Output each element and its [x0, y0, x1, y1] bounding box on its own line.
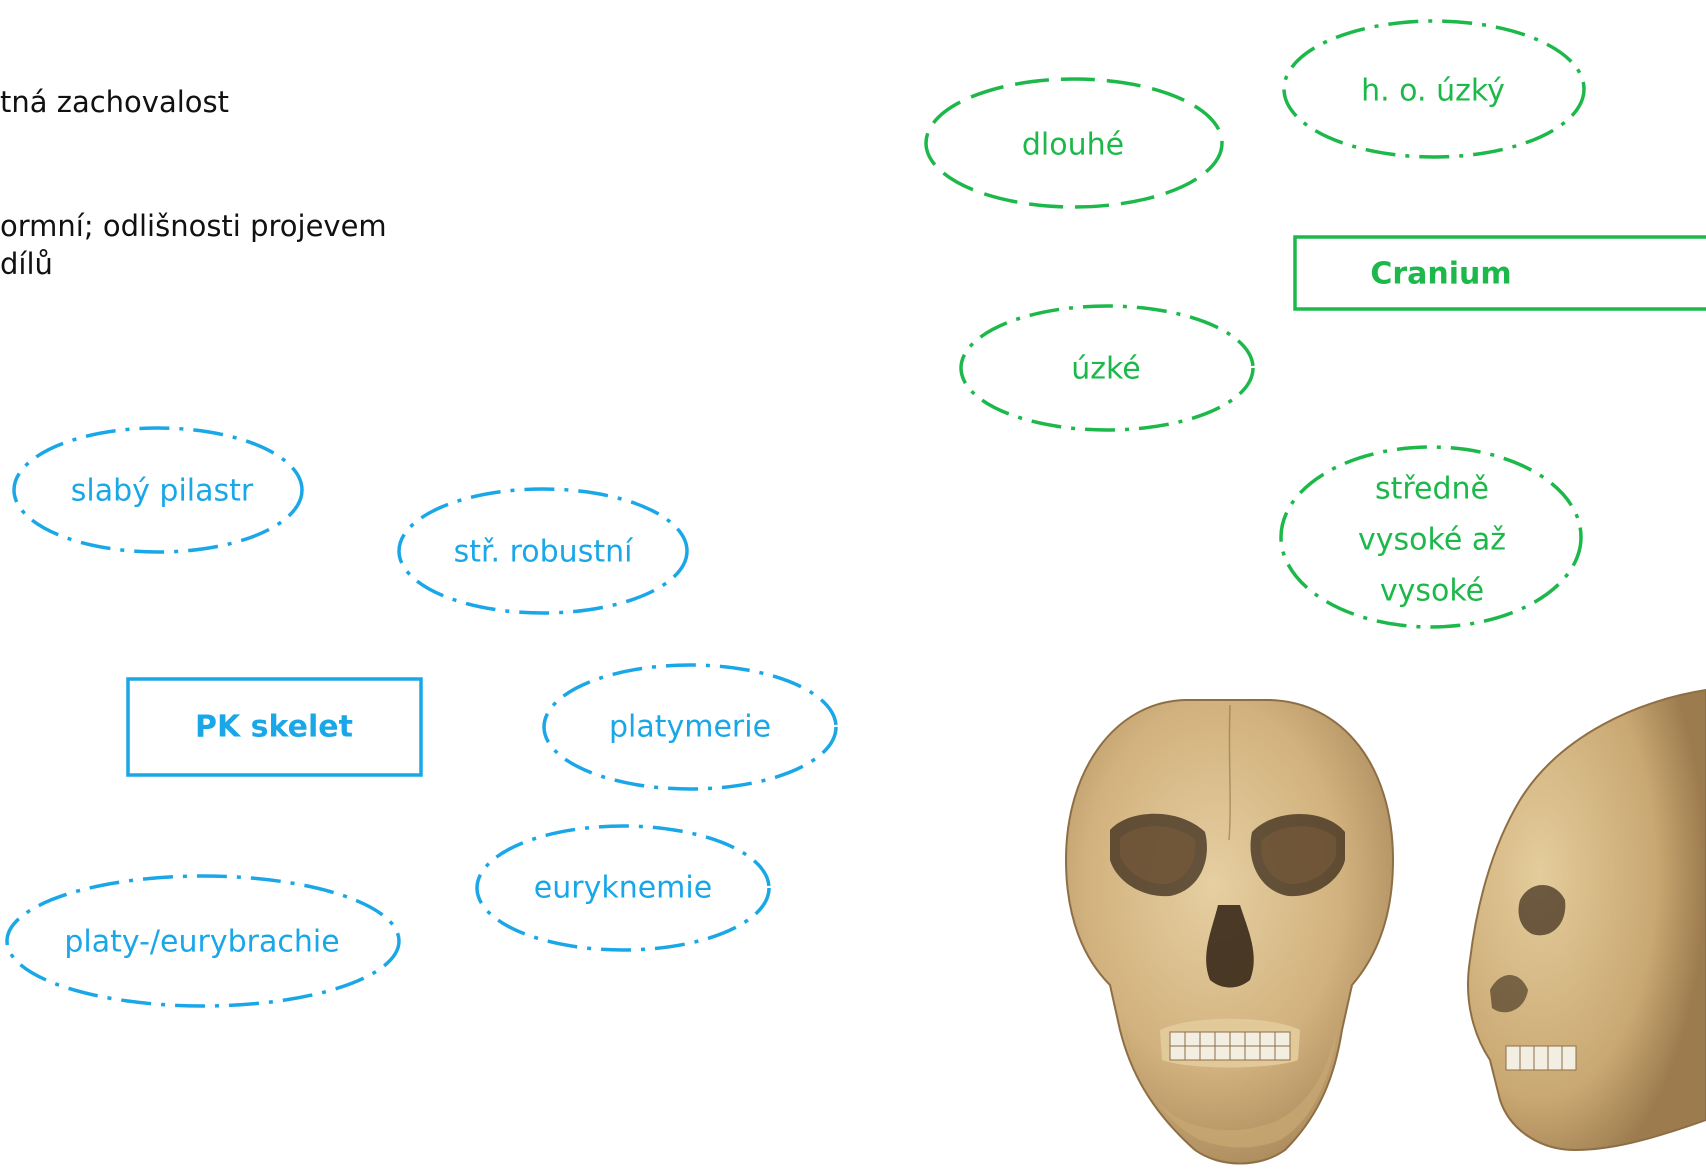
cranium-ellipse-ho-uzky	[1282, 19, 1586, 159]
cranium-ellipses	[924, 19, 1586, 629]
cranium-labels: Cranium dlouhé h. o. úzký úzké středně v…	[1022, 74, 1512, 609]
cranium-box	[1293, 235, 1706, 311]
pk-labels: PK skelet slabý pilastr stř. robustní pl…	[64, 474, 771, 960]
pk-item-str-robustni: stř. robustní	[454, 535, 635, 570]
cranium-item-uzke: úzké	[1071, 352, 1141, 387]
cranium-ellipse-uzke	[959, 304, 1255, 432]
cranium-ellipse-vysoke	[1279, 445, 1583, 629]
cranium-item-vysoke-line2: vysoké až	[1358, 523, 1506, 558]
cranium-item-vysoke-line3: vysoké	[1380, 574, 1484, 609]
pk-item-euryknemie: euryknemie	[534, 871, 712, 906]
cranium-item-vysoke-line1: středně	[1375, 472, 1489, 507]
pk-ellipse-platy-eurybrachie	[5, 874, 401, 1008]
pk-item-platy-eurybrachie: platy-/eurybrachie	[64, 925, 339, 960]
pk-ellipses	[5, 426, 838, 1008]
pk-item-platymerie: platymerie	[609, 710, 771, 745]
cranium-item-ho-uzky: h. o. úzký	[1361, 74, 1505, 109]
pk-box	[126, 677, 423, 777]
pk-ellipse-euryknemie	[475, 824, 771, 952]
pk-box-label: PK skelet	[195, 710, 353, 745]
skull-lateral-image	[1467, 688, 1706, 1152]
pk-ellipse-platymerie	[542, 663, 838, 791]
pk-item-slaby-pilastr: slabý pilastr	[71, 474, 254, 509]
note-line-2: ormní; odlišnosti projevem	[0, 209, 387, 243]
note-line-1: tná zachovalost	[0, 85, 230, 119]
cranium-box-label: Cranium	[1370, 257, 1511, 292]
pk-ellipse-str-robustni	[397, 487, 689, 615]
cranium-item-dlouhe: dlouhé	[1022, 128, 1124, 163]
pk-ellipse-slaby-pilastr	[12, 426, 304, 554]
note-line-3: dílů	[0, 247, 53, 281]
cranium-ellipse-dlouhe	[924, 77, 1224, 209]
skull-frontal-image	[1064, 699, 1395, 1165]
